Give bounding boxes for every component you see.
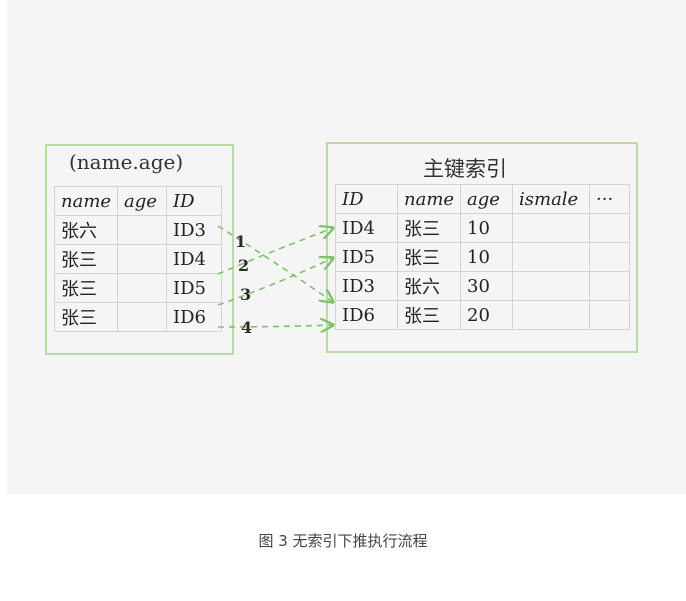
arrow-label-3: 3 <box>240 285 252 304</box>
table-cell: 张六 <box>397 271 461 301</box>
table-cell: ID3 <box>335 271 398 301</box>
table-row: 张三 ID5 <box>54 273 222 303</box>
table-cell <box>117 302 167 332</box>
column-header: ismale <box>512 184 590 214</box>
figure-caption: 图 3 无索引下推执行流程 <box>258 532 428 550</box>
table-cell: ID6 <box>335 300 398 330</box>
column-header: name <box>54 186 118 216</box>
arrow-label-4: 4 <box>241 318 253 337</box>
table-cell: 30 <box>460 271 513 301</box>
table-cell <box>117 244 167 274</box>
table-cell: 10 <box>460 213 513 243</box>
table-row: 张三 ID6 <box>54 302 222 332</box>
table-cell <box>117 215 167 245</box>
column-header: age <box>460 184 513 214</box>
table-header-row: ID name age ismale ··· <box>335 184 630 214</box>
column-header: age <box>117 186 167 216</box>
table-cell: 张三 <box>397 213 461 243</box>
table-cell <box>589 271 630 301</box>
table-cell <box>512 300 590 330</box>
secondary-index-title: (name.age) <box>69 150 184 174</box>
table-row: ID3 张六 30 <box>335 271 630 301</box>
column-header: ID <box>335 184 398 214</box>
column-header: ID <box>166 186 222 216</box>
table-row: 张三 ID4 <box>54 244 222 274</box>
table-cell: 张三 <box>54 302 118 332</box>
table-cell <box>589 242 630 272</box>
table-cell <box>512 242 590 272</box>
table-cell: 10 <box>460 242 513 272</box>
table-cell: ID5 <box>335 242 398 272</box>
table-cell: 20 <box>460 300 513 330</box>
table-header-row: name age ID <box>54 186 222 216</box>
table-row: ID4 张三 10 <box>335 213 630 243</box>
secondary-index-table: name age ID 张六 ID3 张三 ID4 张三 ID5 张三 ID6 <box>54 186 222 332</box>
table-cell <box>589 213 630 243</box>
secondary-index-box: (name.age) name age ID 张六 ID3 张三 ID4 张三 … <box>45 144 234 355</box>
table-cell: ID4 <box>166 244 222 274</box>
primary-index-table: ID name age ismale ··· ID4 张三 10 ID5 张三 … <box>335 184 630 330</box>
primary-index-box: 主键索引 ID name age ismale ··· ID4 张三 10 ID… <box>326 142 638 353</box>
table-cell: ID5 <box>166 273 222 303</box>
table-cell: 张三 <box>397 242 461 272</box>
table-cell: 张六 <box>54 215 118 245</box>
column-header: name <box>397 184 461 214</box>
primary-index-title: 主键索引 <box>423 157 507 181</box>
table-cell: 张三 <box>54 273 118 303</box>
table-row: ID5 张三 10 <box>335 242 630 272</box>
table-cell: 张三 <box>54 244 118 274</box>
table-cell <box>117 273 167 303</box>
table-cell <box>512 271 590 301</box>
table-cell: ID3 <box>166 215 222 245</box>
arrow-label-1: 1 <box>235 232 247 251</box>
table-cell <box>512 213 590 243</box>
table-cell: ID6 <box>166 302 222 332</box>
table-cell: ID4 <box>335 213 398 243</box>
column-header: ··· <box>589 184 630 214</box>
table-cell <box>589 300 630 330</box>
arrow-label-2: 2 <box>238 256 250 275</box>
table-row: 张六 ID3 <box>54 215 222 245</box>
table-row: ID6 张三 20 <box>335 300 630 330</box>
table-cell: 张三 <box>397 300 461 330</box>
